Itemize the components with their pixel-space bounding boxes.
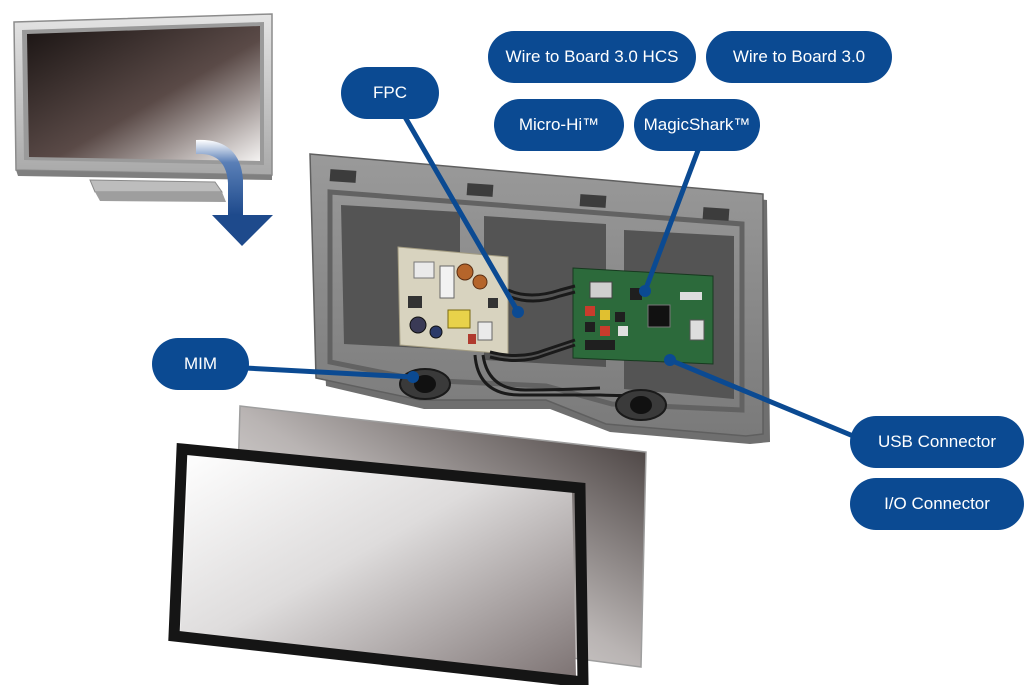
- leader-lines: [242, 114, 861, 441]
- speaker-right: [615, 389, 667, 421]
- label-magicshark: MagicShark™: [634, 99, 760, 151]
- cables: [473, 284, 636, 397]
- down-arrow-icon: [196, 139, 273, 246]
- label-fpc: FPC: [341, 67, 439, 119]
- label-mim: MIM: [152, 338, 249, 390]
- label-wire-to-board-hcs: Wire to Board 3.0 HCS: [488, 31, 696, 83]
- power-board: [397, 246, 509, 355]
- main-board: [572, 267, 714, 365]
- label-micro-hi: Micro-Hi™: [494, 99, 624, 151]
- label-io-connector: I/O Connector: [850, 478, 1024, 530]
- label-usb-connector: USB Connector: [850, 416, 1024, 468]
- leader-dots: [407, 285, 676, 383]
- speaker-left: [399, 368, 451, 400]
- front-bezel-frame: [168, 442, 589, 685]
- label-wire-to-board: Wire to Board 3.0: [706, 31, 892, 83]
- tv-icon: [13, 13, 273, 202]
